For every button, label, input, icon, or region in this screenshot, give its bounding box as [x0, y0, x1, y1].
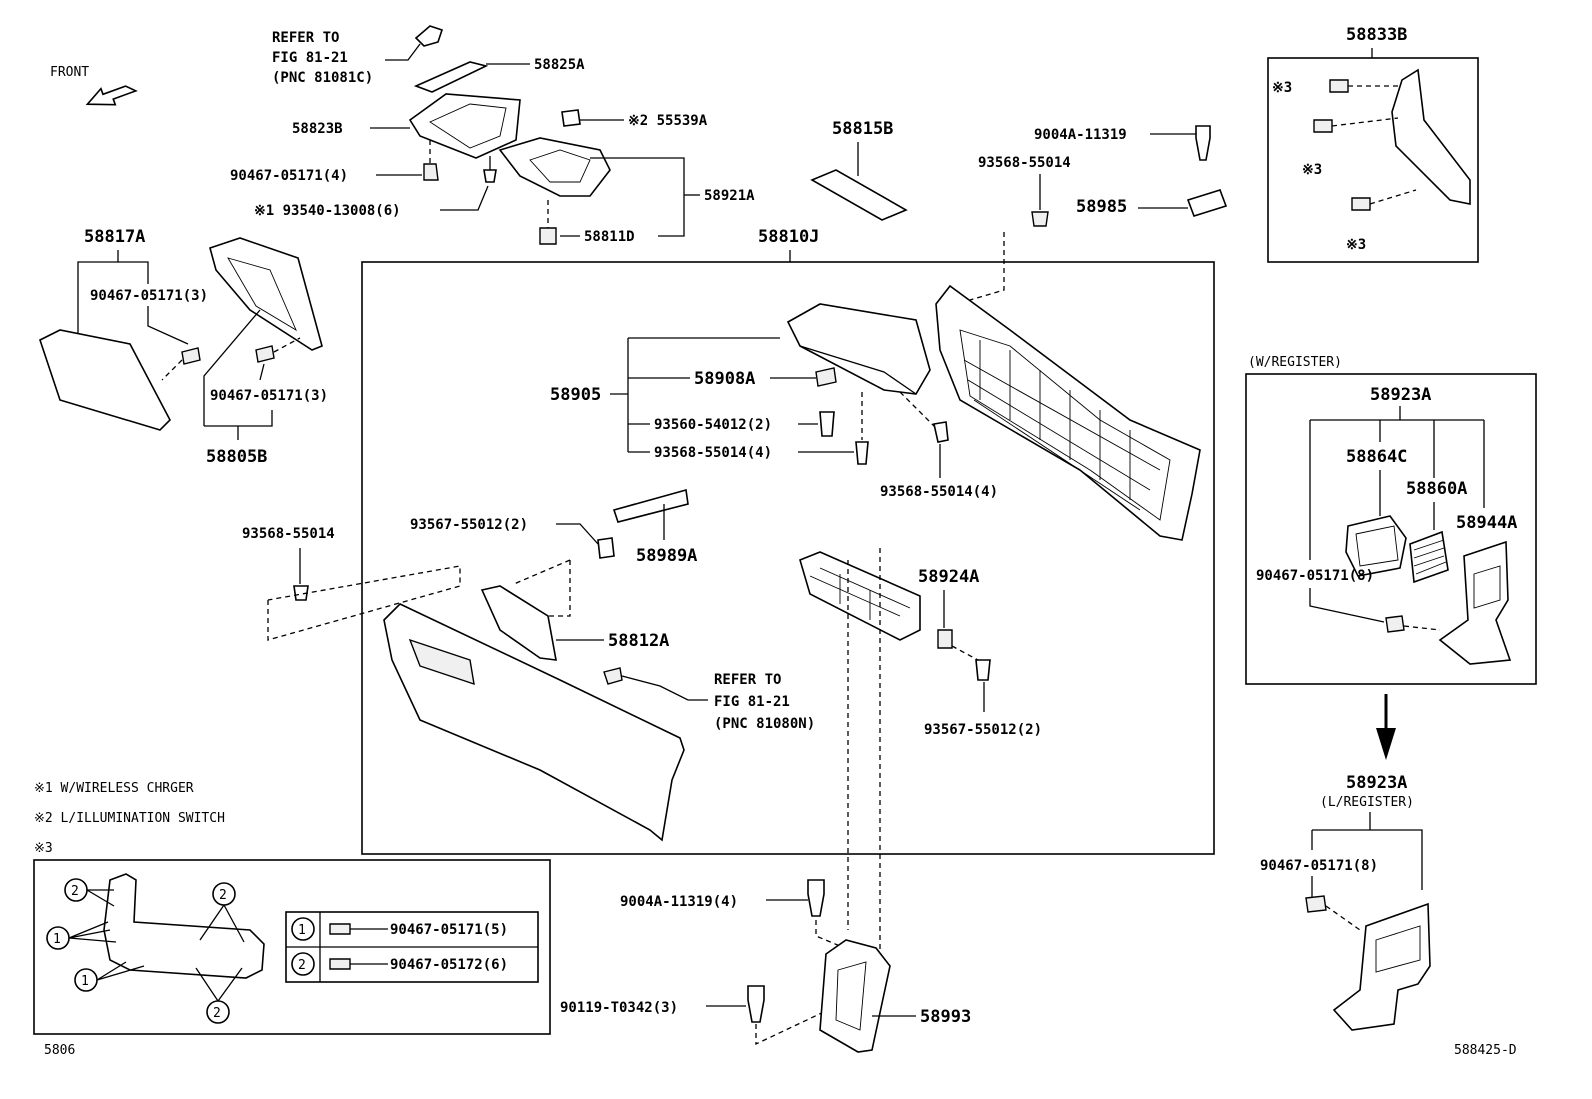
refer-mid-line3: (PNC 81080N)	[714, 716, 815, 732]
label-58864c: 58864C	[1346, 447, 1407, 467]
label-58811d: 58811D	[584, 229, 635, 245]
part-58921a	[498, 137, 611, 197]
label-58923a-bot: 58923A	[1346, 773, 1407, 793]
label-9004a-top: 9004A-11319	[1034, 127, 1127, 143]
box-w-register	[1245, 373, 1537, 685]
box-58833b	[1267, 57, 1479, 263]
label-58810j: 58810J	[758, 227, 819, 247]
label-93567-b: 93567-55012(2)	[924, 722, 1042, 738]
label-58923a-top: 58923A	[1370, 385, 1431, 405]
label-55539a: ※2 55539A	[628, 113, 708, 129]
legend-part-2: 90467-05172(6)	[390, 957, 508, 973]
label-9004a-4: 9004A-11319(4)	[620, 894, 738, 910]
label-58921a: 58921A	[704, 188, 755, 204]
svg-text:2: 2	[213, 1006, 221, 1021]
note-2: ※2 L/ILLUMINATION SWITCH	[34, 811, 225, 826]
part-58989a	[612, 488, 689, 523]
refer-top-line1: REFER TO	[272, 30, 339, 46]
legend-part-1: 90467-05171(5)	[390, 922, 508, 938]
part-58905-lid	[786, 303, 931, 395]
frame-58810j	[361, 261, 1215, 855]
down-arrow-icon	[1376, 728, 1396, 760]
part-58923a-l	[1332, 902, 1431, 1031]
w-register-label: (W/REGISTER)	[1248, 355, 1342, 370]
part-58860a	[1409, 530, 1449, 584]
box-detail-3	[33, 859, 551, 1035]
label-90467-3a: 90467-05171(3)	[90, 288, 208, 304]
part-55539a	[561, 109, 581, 127]
l-register-label: (L/REGISTER)	[1320, 795, 1414, 810]
label-90467-3b: 90467-05171(3)	[210, 388, 328, 404]
part-58833b	[1391, 68, 1471, 205]
legend-circle-1: 1	[298, 923, 306, 938]
note-3: ※3	[34, 841, 53, 856]
part-58944a	[1438, 540, 1512, 665]
refer-mid-line2: FIG 81-21	[714, 694, 790, 710]
part-58993	[819, 939, 891, 1053]
label-93568-4b: 93568-55014(4)	[880, 484, 998, 500]
label-58823b: 58823B	[292, 121, 343, 137]
part-58815b	[810, 169, 908, 221]
label-58815b: 58815B	[832, 119, 893, 139]
front-arrow-icon	[85, 85, 138, 106]
label-58993: 58993	[920, 1007, 971, 1027]
label-58944a: 58944A	[1456, 513, 1517, 533]
svg-text:2: 2	[71, 884, 79, 899]
part-58985	[1186, 189, 1228, 217]
label-58905: 58905	[550, 385, 601, 405]
part-58825a	[413, 61, 489, 93]
label-90467-8b: 90467-05171(8)	[1260, 858, 1378, 874]
svg-text:1: 1	[81, 974, 89, 989]
label-93568-top: 93568-55014	[978, 155, 1071, 171]
label-93567-a: 93567-55012(2)	[410, 517, 528, 533]
part-58817a	[39, 329, 171, 431]
svg-text:2: 2	[219, 888, 227, 903]
drawing-code: 588425-D	[1454, 1043, 1517, 1058]
mark3-c: ※3	[1346, 237, 1366, 253]
page-code: 5806	[44, 1043, 75, 1058]
label-90467-4: 90467-05171(4)	[230, 168, 348, 184]
label-58985: 58985	[1076, 197, 1127, 217]
label-93540: ※1 93540-13008(6)	[254, 203, 401, 219]
label-58825a: 58825A	[534, 57, 585, 73]
part-58810j-side	[935, 284, 1201, 541]
bolt-part	[1195, 125, 1211, 161]
mark3-b: ※3	[1302, 162, 1322, 178]
note-1: ※1 W/WIRELESS CHRGER	[34, 781, 194, 796]
refer-mid-line1: REFER TO	[714, 672, 781, 688]
label-58860a: 58860A	[1406, 479, 1467, 499]
label-90119: 90119-T0342(3)	[560, 1000, 678, 1016]
label-58833b: 58833B	[1346, 25, 1407, 45]
refer-top-line3: (PNC 81081C)	[272, 70, 373, 86]
part-58823b	[408, 93, 521, 159]
legend-circle-2: 2	[298, 958, 306, 973]
label-58908a: 58908A	[694, 369, 755, 389]
refer-top-line2: FIG 81-21	[272, 50, 348, 66]
label-58989a: 58989A	[636, 546, 697, 566]
part-58864c	[1345, 515, 1407, 577]
label-93568-4a: 93568-55014(4)	[654, 445, 772, 461]
label-90467-8a: 90467-05171(8)	[1256, 568, 1374, 584]
front-label: FRONT	[50, 65, 89, 80]
part-58805b	[209, 237, 323, 351]
label-58812a: 58812A	[608, 631, 669, 651]
label-58805b: 58805B	[206, 447, 267, 467]
label-93568-left: 93568-55014	[242, 526, 335, 542]
connector-part	[414, 25, 444, 47]
part-detail	[103, 873, 265, 979]
svg-text:1: 1	[53, 932, 61, 947]
label-58817a: 58817A	[84, 227, 145, 247]
label-93560: 93560-54012(2)	[654, 417, 772, 433]
clip-part	[423, 163, 439, 181]
mark3-a: ※3	[1272, 80, 1292, 96]
part-58812a	[480, 585, 557, 661]
label-58924a: 58924A	[918, 567, 979, 587]
part-58924a	[799, 551, 921, 641]
